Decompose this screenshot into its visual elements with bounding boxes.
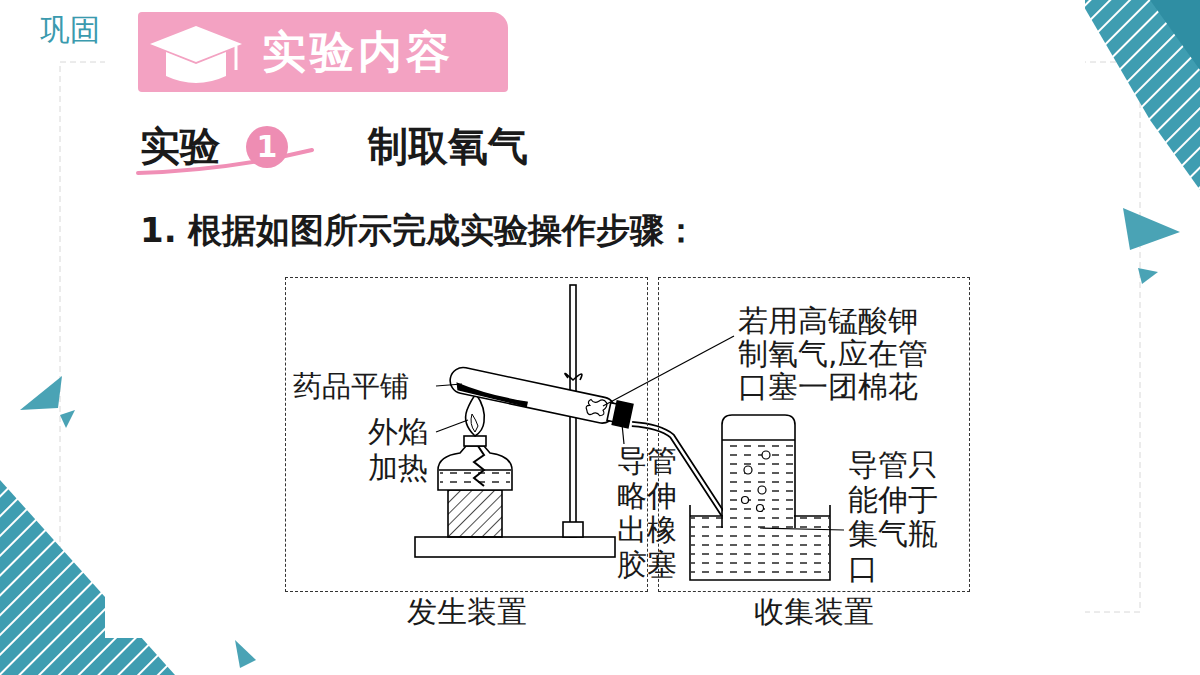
corner-stripes <box>1080 0 1200 190</box>
annotation: 导管略伸出橡胶塞 <box>617 444 683 582</box>
callout-number: 1 <box>257 132 278 162</box>
annotation: 若用高锰酸钾制氧气,应在管口塞一团棉花 <box>738 304 938 403</box>
drawing-part <box>235 46 238 70</box>
drawing-part <box>622 424 624 444</box>
drawing-part <box>166 52 226 83</box>
graduation-cap <box>150 26 242 83</box>
drawing-part <box>757 505 764 512</box>
slide-title: 巩固 <box>40 12 100 48</box>
drawing-part <box>439 469 511 471</box>
stopper-inner <box>607 403 617 422</box>
drawing-part <box>436 420 468 432</box>
gas-jar <box>722 415 795 528</box>
annotation: 外焰加热 <box>368 414 432 486</box>
section-banner: 实验内容 <box>138 12 508 92</box>
drawing-part <box>722 415 795 528</box>
drawing-part <box>150 26 242 62</box>
alcohol-lamp <box>438 394 512 537</box>
experiment-title: 制取氧气 <box>368 122 528 170</box>
wick-holder <box>464 436 486 446</box>
corner-triangle <box>1150 0 1200 70</box>
experiment-label: 实验 <box>140 122 220 170</box>
drawing-part <box>760 528 844 530</box>
cotton <box>585 397 608 418</box>
test-tube <box>448 365 633 429</box>
lamp-body <box>438 446 512 490</box>
drawing-part <box>758 486 766 494</box>
triangle <box>235 640 256 668</box>
tube <box>448 365 618 425</box>
instruction: 1. 根据如图所示完成实验操作步骤： <box>140 210 698 251</box>
bubbles <box>742 451 771 512</box>
drawing-part <box>744 466 752 474</box>
iron-stand <box>415 285 615 557</box>
lamp-stand <box>448 490 502 537</box>
drawing-part <box>471 414 478 432</box>
annotation: 导管只能伸于集气瓶口 <box>848 448 948 586</box>
drawing-part <box>603 336 734 406</box>
drawing-part <box>722 439 795 441</box>
panel-caption: 发生装置 <box>286 595 647 628</box>
drawing-part <box>723 440 794 526</box>
drawing-part <box>762 451 770 459</box>
triangle <box>1138 268 1158 284</box>
annotation: 药品平铺 <box>293 369 409 404</box>
triangle <box>20 376 62 410</box>
rod-foot <box>563 522 583 537</box>
card <box>105 0 1085 638</box>
apparatus-panel: 发生装置 <box>285 277 648 592</box>
banner-title: 实验内容 <box>138 23 454 82</box>
triangle <box>1123 208 1180 250</box>
panel-caption: 收集装置 <box>659 595 969 628</box>
stand-base <box>415 537 615 557</box>
drawing-part <box>436 384 462 386</box>
drawing-part <box>742 497 749 504</box>
number-circle: 1 <box>246 126 288 168</box>
wick <box>474 446 484 486</box>
triangle <box>60 410 75 428</box>
flame <box>466 394 485 436</box>
powder <box>456 383 528 406</box>
